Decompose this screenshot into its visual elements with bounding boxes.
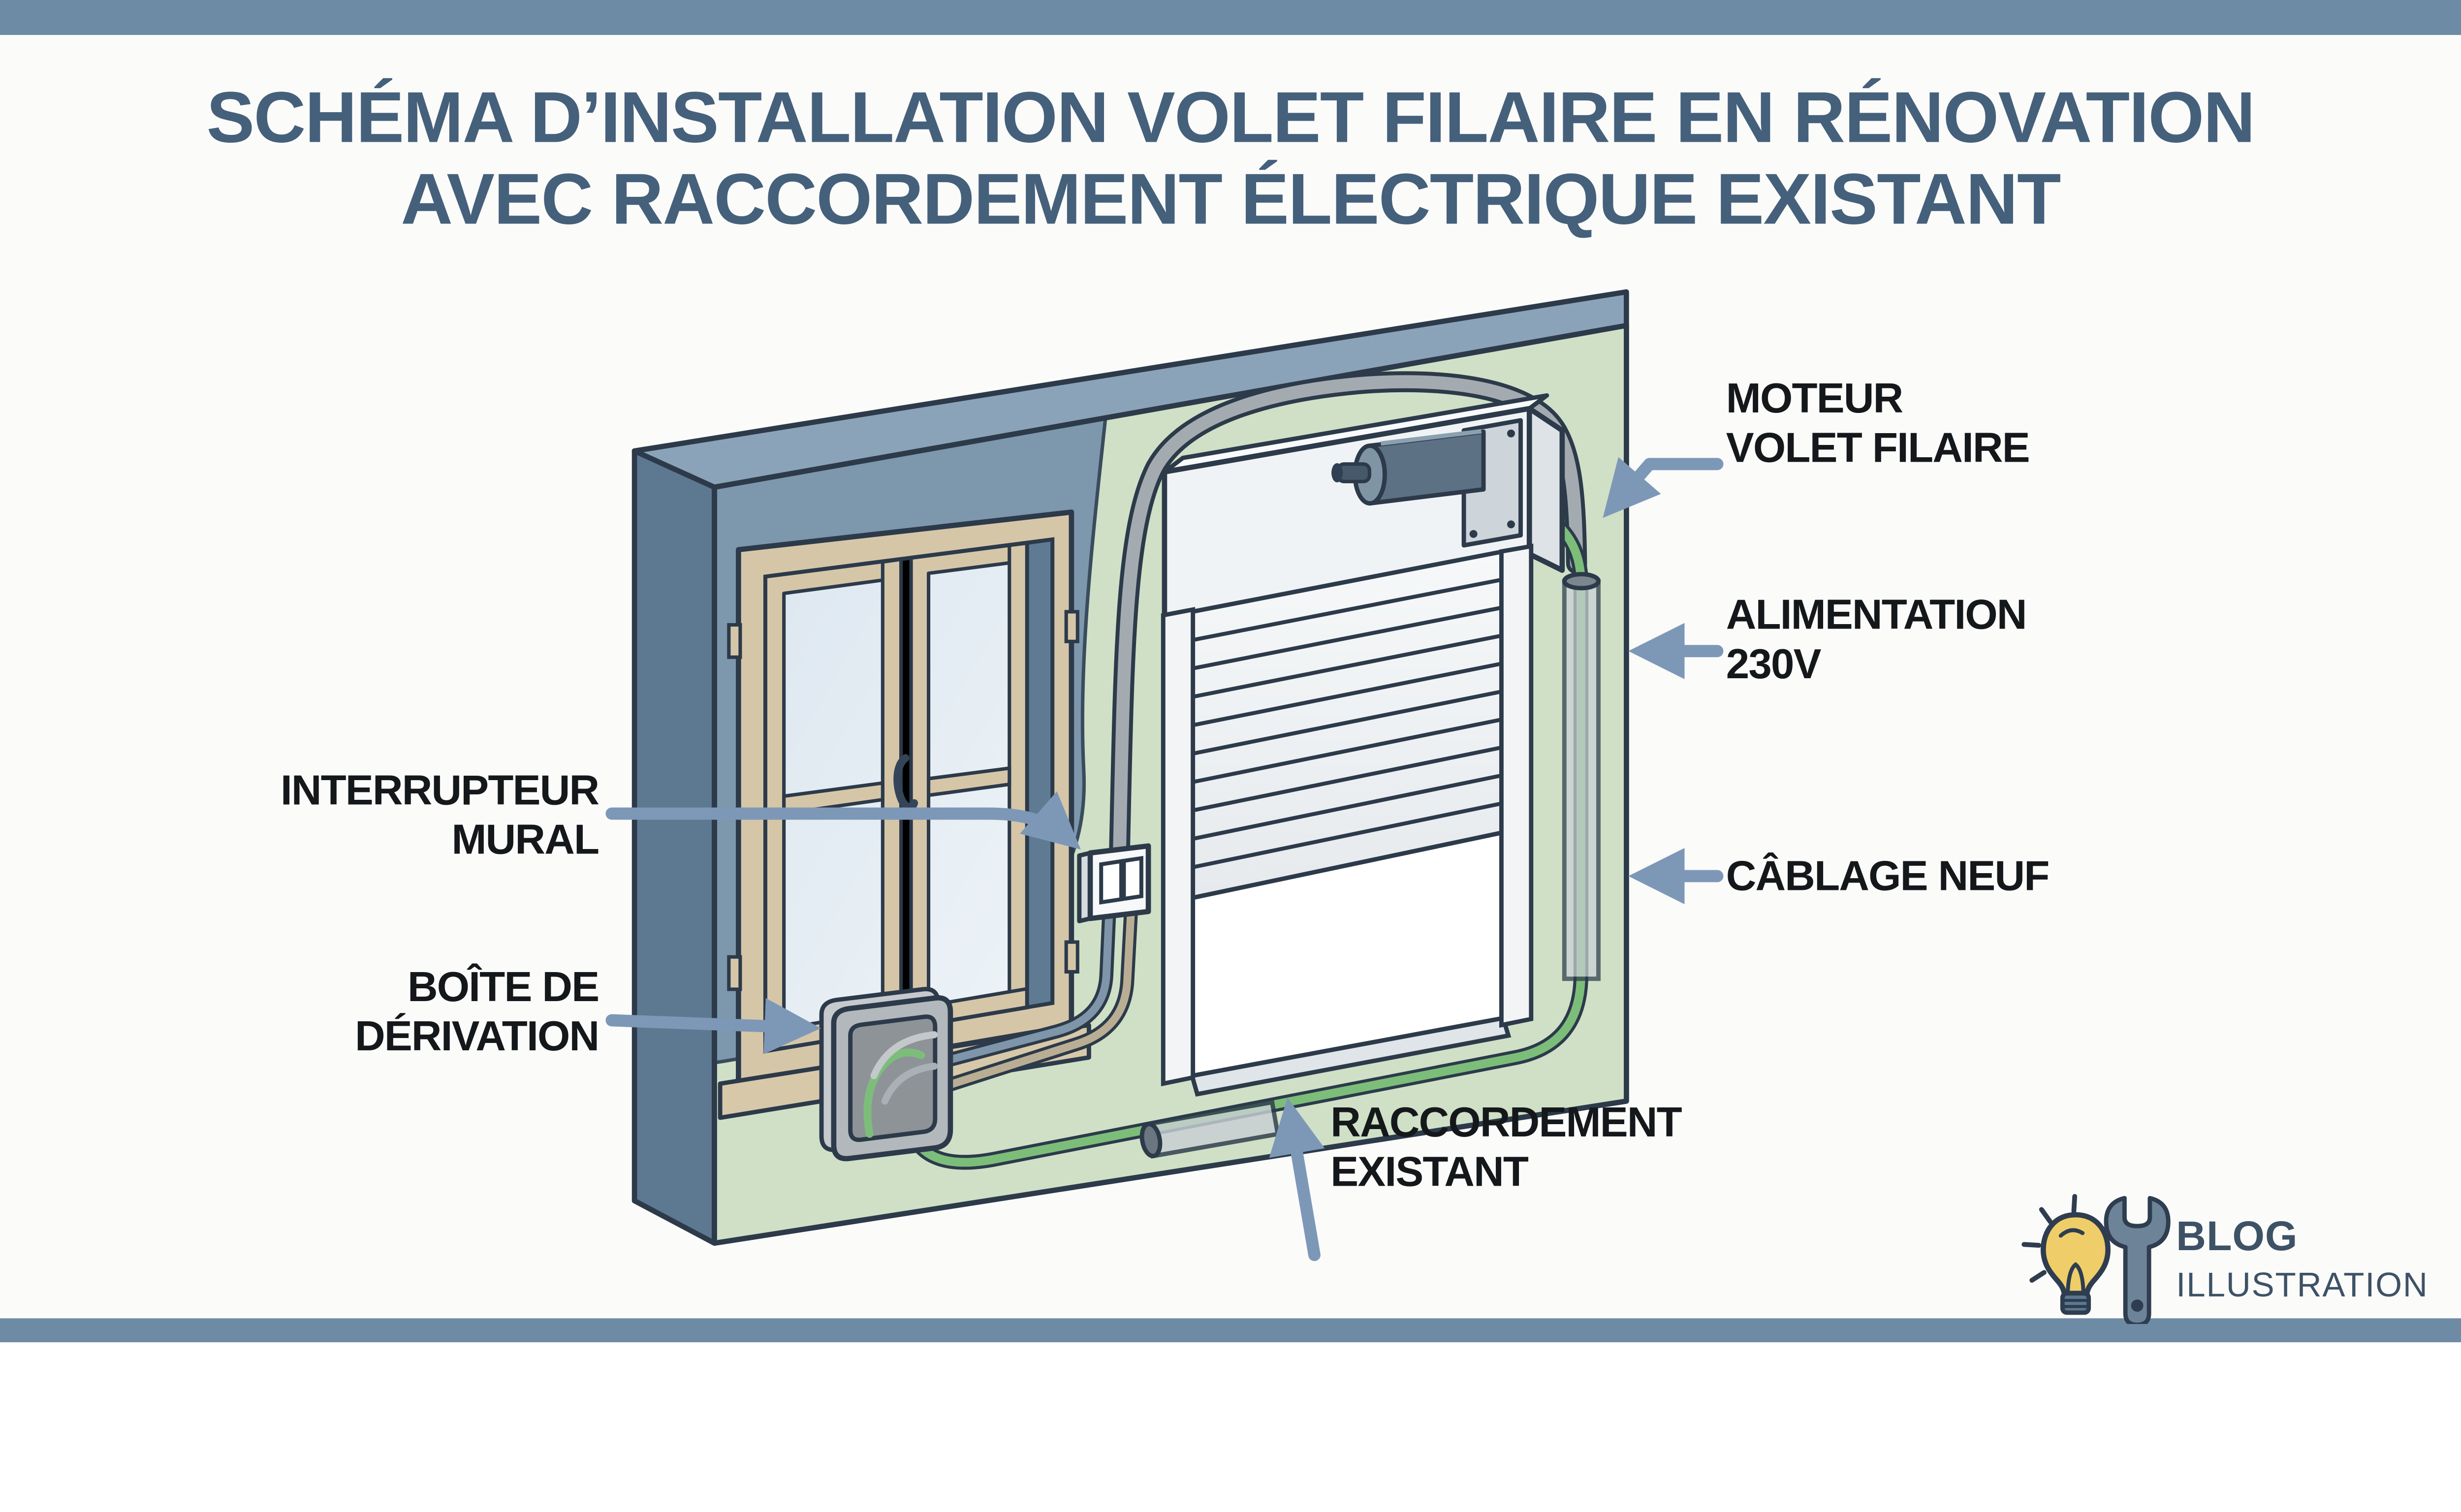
installation-diagram bbox=[605, 289, 1724, 1261]
vertical-conduit bbox=[1562, 572, 1601, 981]
label-boite: BOÎTE DE DÉRIVATION bbox=[355, 963, 599, 1060]
shutter-motor bbox=[1331, 429, 1486, 506]
shutter-right-rail bbox=[1499, 543, 1534, 1028]
window bbox=[718, 509, 1091, 1120]
arrow-boite bbox=[605, 998, 821, 1054]
window-handle-icon bbox=[893, 754, 918, 811]
junction-box bbox=[819, 987, 953, 1162]
shutter-box-end bbox=[1526, 406, 1565, 573]
annotation-arrows bbox=[605, 457, 1724, 1261]
shutter-left-rail bbox=[1161, 607, 1196, 1087]
lightbulb-rays-icon bbox=[2021, 1194, 2078, 1283]
label-alimentation: ALIMENTATION 230V bbox=[1726, 591, 2027, 688]
roller-shutter bbox=[1161, 393, 1565, 1097]
window-hinges bbox=[727, 610, 1079, 991]
window-right-mid-rail bbox=[926, 766, 1011, 797]
title-line-1: SCHÉMA D’INSTALLATION VOLET FILAIRE EN R… bbox=[206, 77, 2256, 158]
shutter-slats bbox=[1192, 577, 1504, 870]
page: SCHÉMA D’INSTALLATION VOLET FILAIRE EN R… bbox=[0, 0, 2461, 1343]
wall-switch bbox=[1077, 843, 1151, 923]
logo-text-illustration: ILLUSTRATION bbox=[2176, 1265, 2429, 1304]
arrow-moteur bbox=[1603, 457, 1724, 518]
junction-box-wires bbox=[863, 1031, 938, 1138]
lightbulb-icon bbox=[2040, 1212, 2111, 1315]
window-reveal bbox=[1025, 537, 1054, 1009]
label-raccordement: RACCORDEMENT EXISTANT bbox=[1330, 1099, 1682, 1196]
shutter-opening-sill bbox=[1189, 1015, 1512, 1097]
bottom-accent-bar bbox=[0, 1318, 2461, 1343]
arrow-interrupteur bbox=[605, 791, 1081, 850]
switch-rocker-left bbox=[1099, 859, 1124, 905]
wrench-icon bbox=[2104, 1196, 2171, 1324]
label-interrupteur: INTERRUPTEUR MURAL bbox=[280, 767, 599, 863]
page-title: SCHÉMA D’INSTALLATION VOLET FILAIRE EN R… bbox=[0, 76, 2461, 240]
logo-text-blog: BLOG bbox=[2176, 1213, 2298, 1260]
switch-rocker-right bbox=[1122, 855, 1143, 901]
title-line-2: AVEC RACCORDEMENT ÉLECTRIQUE EXISTANT bbox=[401, 158, 2061, 239]
label-moteur: MOTEUR VOLET FILAIRE bbox=[1726, 375, 2030, 472]
label-cablage: CÂBLAGE NEUF bbox=[1726, 852, 2050, 900]
top-accent-bar bbox=[0, 0, 2461, 35]
arrow-raccordement bbox=[1269, 1098, 1325, 1261]
wall-left-side-face bbox=[631, 448, 717, 1246]
switch-to-box-cables bbox=[943, 906, 1138, 1092]
blog-illustration-logo: BLOG ILLUSTRATION bbox=[2001, 1189, 2460, 1324]
